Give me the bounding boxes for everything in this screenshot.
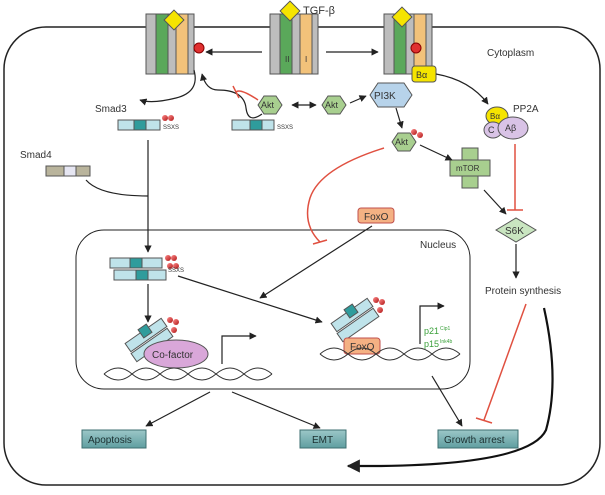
- foxo-label-cytoplasm: FoxO: [364, 212, 389, 223]
- ligand-center: [279, 0, 301, 22]
- apoptosis-label: Apoptosis: [88, 435, 132, 446]
- p15-sup: Ink4b: [440, 339, 452, 345]
- mtor-node: mTOR: [449, 147, 491, 189]
- b-alpha-label: Bα: [416, 70, 427, 80]
- ligand-label: TGF-β: [303, 5, 335, 17]
- dna-right: [319, 347, 461, 361]
- pi3k-node: [369, 82, 413, 108]
- cytoplasm-label: Cytoplasm: [487, 48, 534, 59]
- emt-box: [299, 429, 347, 449]
- foxo-box-cytoplasm: [357, 207, 395, 224]
- akt-label-center: Akt: [325, 100, 339, 110]
- smad-complex: SSXS: [109, 255, 184, 281]
- cofactor-label: Co-factor: [152, 350, 194, 361]
- ssxs-label-3: SSXS: [168, 268, 184, 274]
- mtor-label: mTOR: [456, 164, 480, 173]
- pp2a-a-beta-label: Aβ: [505, 123, 516, 133]
- apoptosis-box: [81, 429, 147, 449]
- receptor-i-label: I: [305, 55, 307, 64]
- receptor-center: II I: [269, 0, 319, 75]
- ligand-right: [391, 6, 413, 28]
- growth-arrest-box: [437, 429, 519, 449]
- smad4-protein: [45, 165, 91, 177]
- nucleus-label: Nucleus: [420, 240, 456, 251]
- s6k-label: S6K: [505, 226, 524, 237]
- pp2a-a-beta: [497, 116, 529, 140]
- akt-label-left: Akt: [261, 100, 275, 110]
- p15-label: p15: [424, 339, 439, 349]
- growth-arrest-label: Growth arrest: [444, 435, 505, 446]
- p21-label: p21: [424, 326, 439, 336]
- phospho-left: [193, 42, 205, 54]
- receptor-right: [383, 6, 433, 75]
- cell-membrane: [3, 26, 601, 486]
- ssxs-label-2: SSXS: [277, 125, 293, 131]
- phospho-right: [410, 42, 422, 54]
- smad-dna-complex-right: [330, 297, 385, 343]
- pp2a-c-label: C: [488, 125, 495, 135]
- akt-node-right: [391, 132, 417, 152]
- akt-label-right: Akt: [395, 137, 409, 147]
- protein-synthesis-label: Protein synthesis: [485, 286, 561, 297]
- smad4-label: Smad4: [20, 150, 52, 161]
- nucleus-boundary: [75, 229, 471, 390]
- pi3k-label: PI3K: [374, 91, 396, 102]
- smad3-phospho: SSXS: [117, 115, 179, 131]
- akt-node-center: [321, 95, 347, 115]
- receptor-left: [145, 9, 205, 75]
- ligand-left: [163, 9, 185, 31]
- pp2a-label: PP2A: [513, 104, 539, 115]
- akt-node-left: [257, 95, 283, 115]
- ssxs-label: SSXS: [163, 125, 179, 131]
- p21-sup: Cip1: [440, 326, 451, 332]
- s6k-node: [495, 217, 537, 243]
- receptor-ii-label: II: [285, 55, 289, 64]
- smad3-label: Smad3: [95, 104, 127, 115]
- emt-label: EMT: [312, 435, 333, 446]
- smad3-unphospho: SSXS: [231, 119, 293, 131]
- pp2a-b-alpha-label: Bα: [490, 112, 500, 121]
